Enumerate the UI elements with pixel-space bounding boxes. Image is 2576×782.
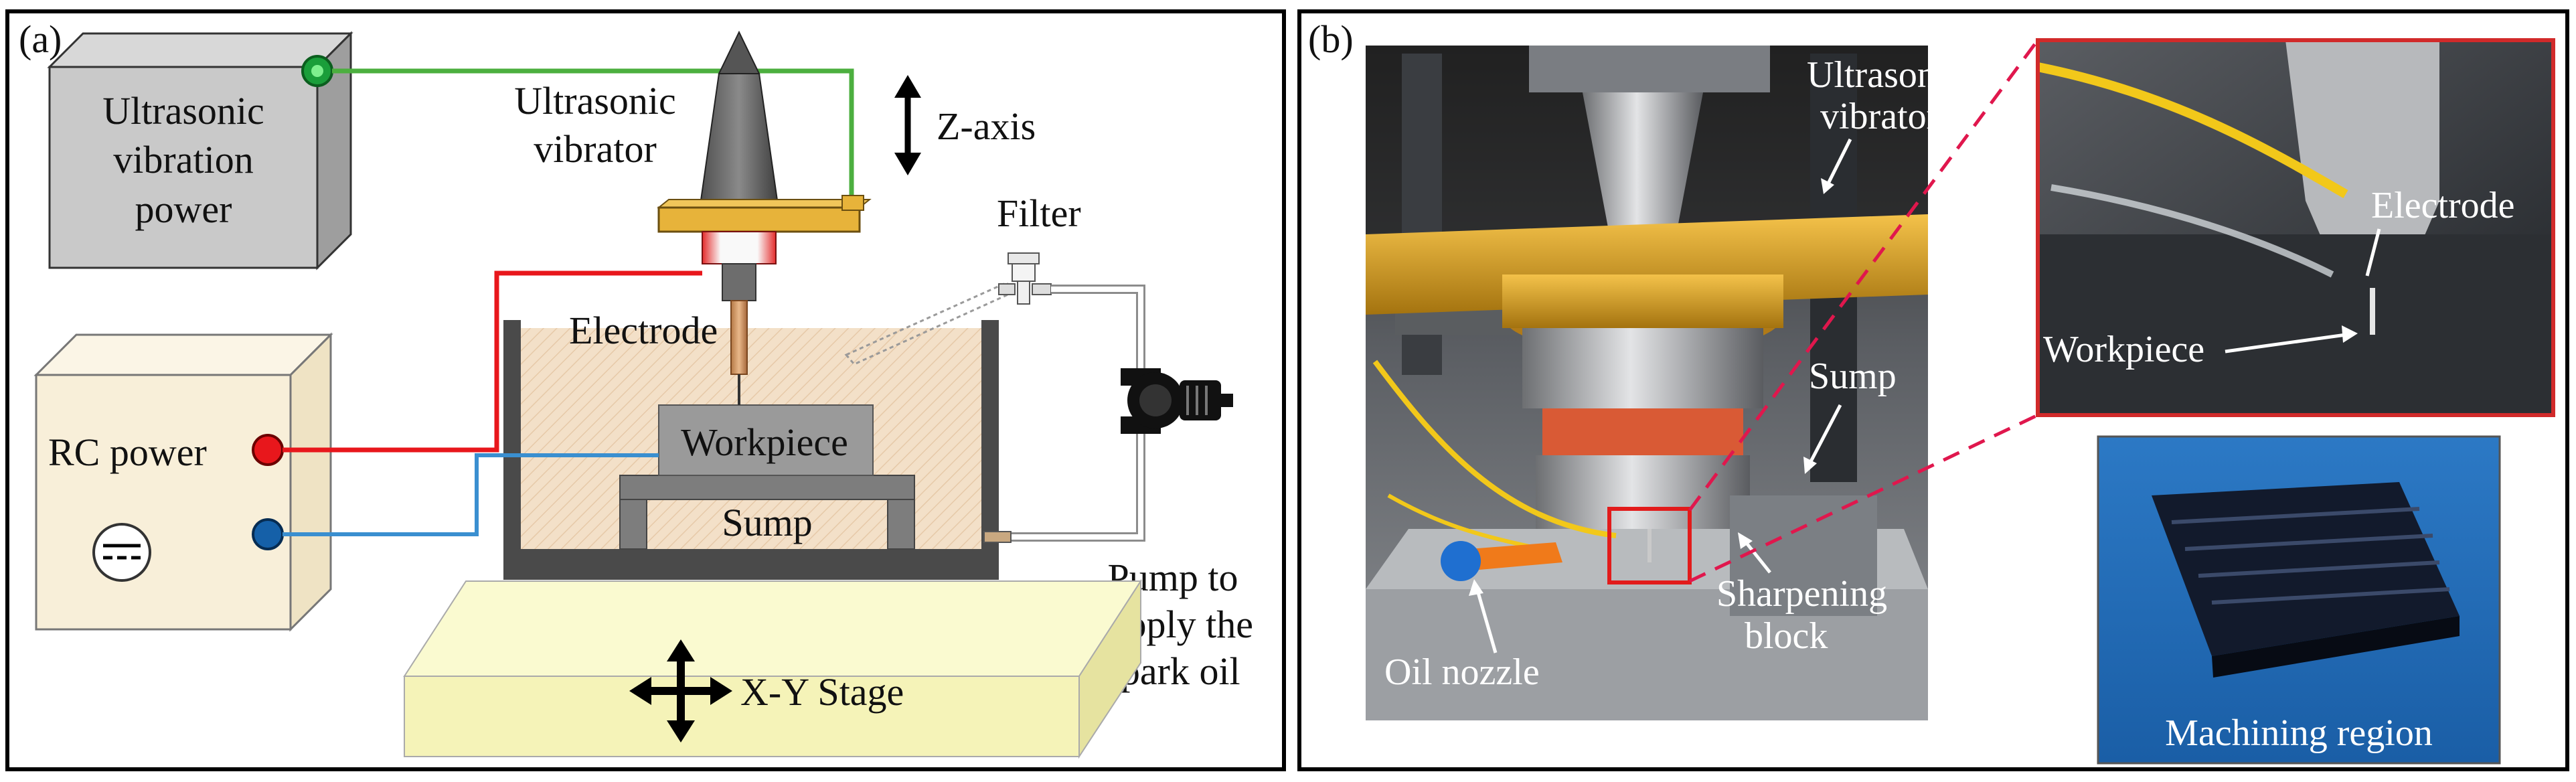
sump-tray [1730,495,1877,616]
machining-zone-box [1607,507,1692,584]
photo-label-ultrasonic-vibrator-1: Ultrasonic [1807,54,1963,96]
label-z-axis: Z-axis [937,104,1036,148]
label-ultrasonic-power-2: vibration [113,138,253,181]
dc-symbol-icon [92,523,151,582]
photo-label-sharpening-2: block [1745,615,1828,657]
label-ultrasonic-power-1: Ultrasonic [102,89,264,133]
label-sump: Sump [722,501,812,544]
workpiece-block [658,404,874,476]
label-electrode: Electrode [569,309,718,352]
callout-line-top [1688,39,2040,512]
electrode [730,300,748,375]
photo-label-ultrasonic-vibrator-2: vibrator [1820,96,1939,137]
inset-border [2036,38,2555,417]
signal-wire [332,68,854,204]
pipe-upper [1051,285,1145,372]
negative-terminal [252,518,284,550]
sump-tank [503,320,999,566]
inset-label-electrode: Electrode [2371,185,2515,226]
label-ultrasonic-vibrator-2: vibrator [534,127,657,171]
oil-nozzle-photo [1469,542,1562,570]
label-filter: Filter [997,191,1081,235]
label-workpiece: Workpiece [681,420,848,464]
filter [998,252,1052,305]
vibrator-horn-ring [702,231,777,264]
panel-b-photos: (b) Ultrasonic vibrator Sump Oil nozzle … [1297,9,2569,771]
panel-b-tag: (b) [1308,17,1354,61]
photos-svg: (b) Ultrasonic vibrator Sump Oil nozzle … [1308,17,2555,765]
ultrasonic-power-box [47,31,353,270]
machining-region-photo [2097,435,2501,765]
schematic-svg: (a) Ultrasonic vibration power Ultrasoni… [19,17,1253,759]
inset-label-workpiece: Workpiece [2043,329,2204,370]
label-machining-region: Machining region [2165,712,2433,754]
panel-a-tag: (a) [19,17,62,61]
photo-label-oil-nozzle: Oil nozzle [1384,651,1540,693]
positive-wire [283,270,702,453]
zoom-inset-photo [2036,38,2555,417]
photo-label-sharpening-1: Sharpening [1716,573,1887,615]
panel-a-schematic: (a) Ultrasonic vibration power Ultrasoni… [5,9,1286,771]
z-axis-arrow [894,75,921,175]
label-xy-stage: X-Y Stage [740,670,904,714]
rc-power-box [33,332,333,632]
xy-arrows-icon [629,639,732,742]
tool-holder-cone [1583,92,1703,234]
callout-line-bottom [1688,413,2039,583]
sump-top-plate [619,475,915,500]
pump-icon [1121,368,1233,434]
pipe-lower [999,425,1145,542]
label-ultrasonic-power-3: power [135,187,232,231]
ultrasonic-vibrator [657,30,872,301]
label-rc-power: RC power [48,431,207,474]
negative-wire [283,453,659,536]
label-ultrasonic-vibrator-1: Ultrasonic [514,79,676,123]
xy-stage [403,566,1142,759]
photo-label-sump: Sump [1809,356,1897,397]
vibrator-ring [1542,408,1743,455]
positive-terminal [252,434,284,466]
setup-photo [1366,46,1928,720]
